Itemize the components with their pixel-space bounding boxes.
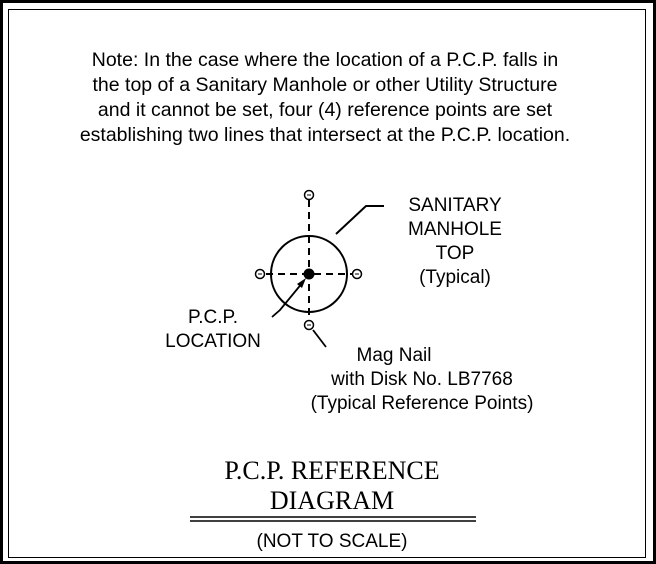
reference-point-left [254, 268, 266, 280]
pcp-leader-arrow [297, 278, 306, 288]
reference-point-bottom [303, 319, 315, 331]
manhole-label-line: MANHOLE [408, 219, 502, 240]
inner-border [8, 9, 646, 558]
mag-nail-label-line: (Typical Reference Points) [310, 393, 534, 414]
pcp-leader-line [271, 281, 304, 318]
diagram-title: P.C.P. REFERENCE DIAGRAM [132, 456, 532, 516]
mag-nail-leader-line [312, 329, 327, 348]
manhole-leader-line [335, 205, 384, 235]
title-line-1: P.C.P. REFERENCE [224, 456, 440, 485]
note-line: establishing two lines that intersect at… [79, 124, 571, 146]
mag-nail-label-line: Mag Nail [356, 345, 432, 366]
mag-nail-label: Mag Nail with Disk No. LB7768 (Typical R… [282, 344, 562, 416]
reference-point-right [351, 268, 363, 280]
note-line: and it cannot be set, four (4) reference… [97, 99, 553, 121]
note-paragraph: Note: In the case where the location of … [10, 48, 640, 148]
pcp-label-line: LOCATION [165, 331, 261, 352]
pcp-location-dot [303, 268, 315, 280]
manhole-label-line: TOP [435, 243, 475, 264]
manhole-label-line: (Typical) [419, 267, 491, 288]
pcp-label-line: P.C.P. [187, 307, 238, 328]
title-line-2: DIAGRAM [269, 486, 395, 515]
note-line: the top of a Sanitary Manhole or other U… [92, 74, 558, 96]
manhole-label-line: SANITARY [408, 195, 502, 216]
not-to-scale-note: (NOT TO SCALE) [256, 531, 408, 552]
mag-nail-label-line: with Disk No. LB7768 [331, 369, 513, 390]
pcp-location-label: P.C.P. LOCATION [150, 306, 276, 354]
manhole-label: SANITARY MANHOLE TOP (Typical) [380, 194, 530, 290]
reference-point-top [303, 189, 315, 201]
note-line: Note: In the case where the location of … [91, 49, 559, 71]
